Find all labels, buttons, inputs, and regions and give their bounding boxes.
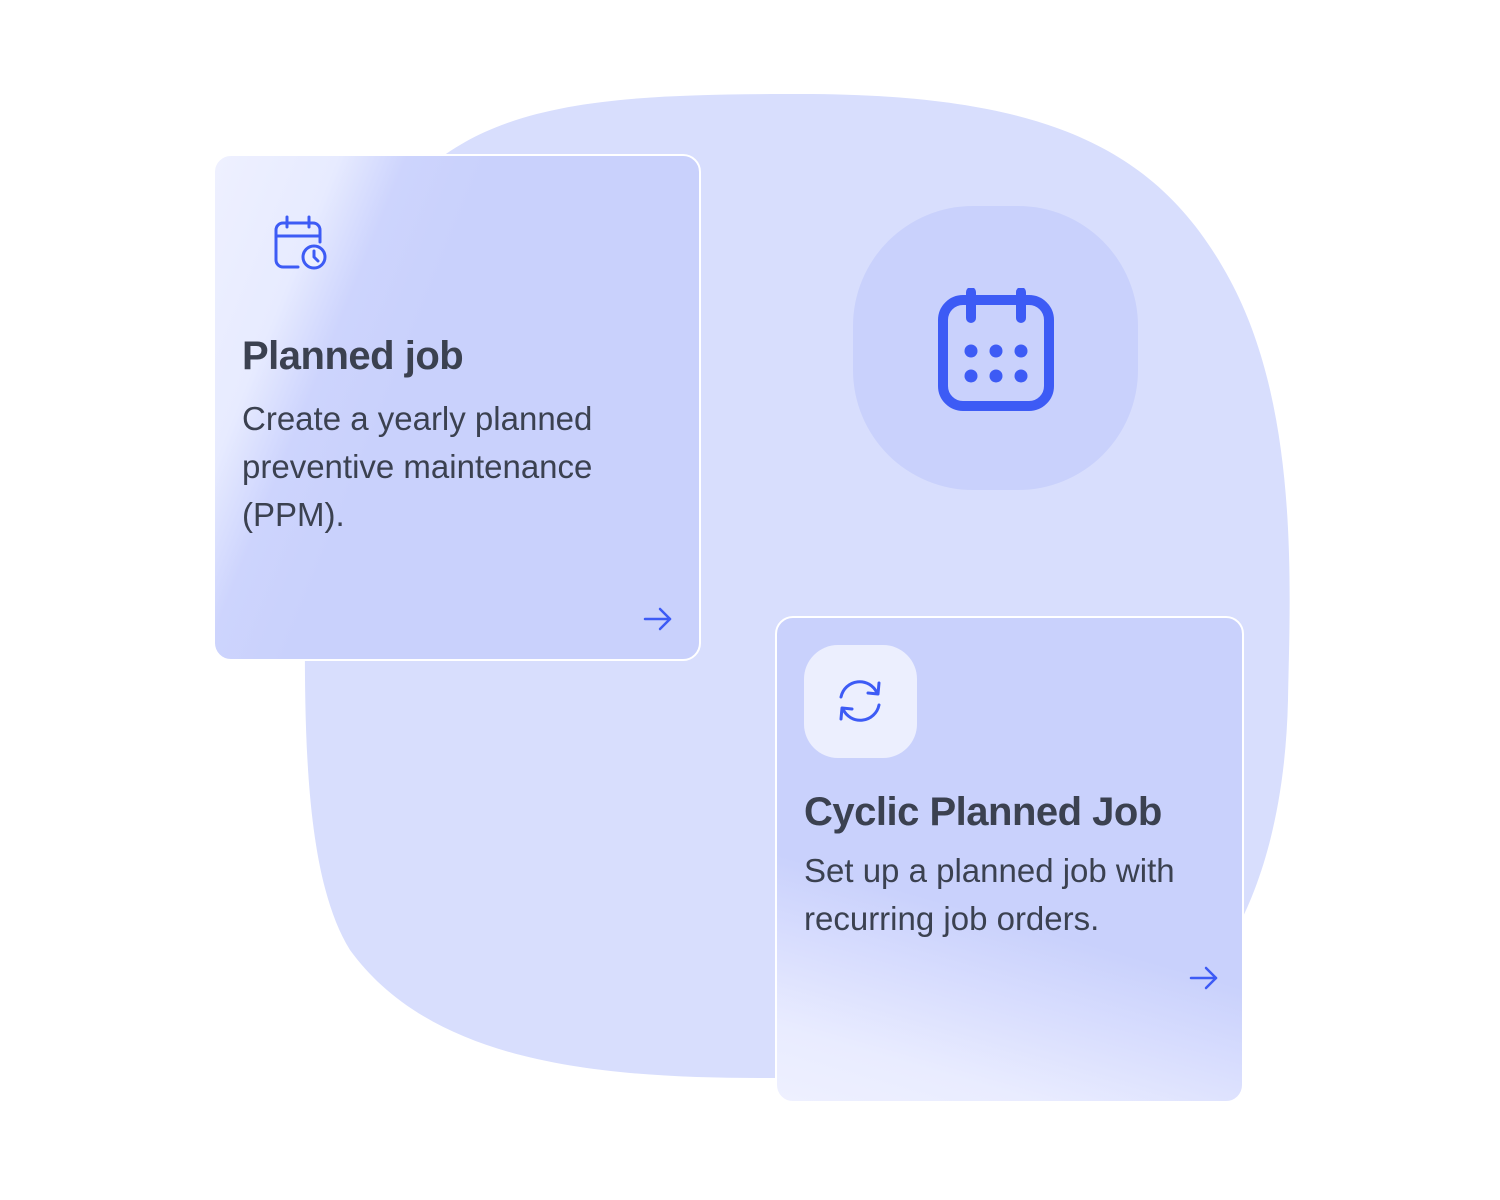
calendar-tile	[853, 206, 1138, 490]
planned-job-icon-tile	[245, 187, 358, 300]
card-description: Set up a planned job with recurring job …	[804, 852, 1175, 937]
planned-job-card[interactable]: Planned job Create a yearly planned prev…	[213, 154, 701, 661]
arrow-right-icon[interactable]	[642, 603, 674, 635]
refresh-icon	[839, 680, 881, 722]
card-description: Create a yearly planned preventive maint…	[242, 400, 593, 533]
card-title: Planned job	[242, 334, 464, 378]
card-title: Cyclic Planned Job	[804, 790, 1162, 834]
arrow-right-icon[interactable]	[1188, 962, 1220, 994]
calendar-clock-icon	[274, 215, 327, 270]
cyclic-planned-job-card[interactable]: Cyclic Planned Job Set up a planned job …	[775, 616, 1244, 1103]
calendar-icon	[938, 288, 1054, 411]
cyclic-job-icon-tile	[804, 645, 917, 758]
